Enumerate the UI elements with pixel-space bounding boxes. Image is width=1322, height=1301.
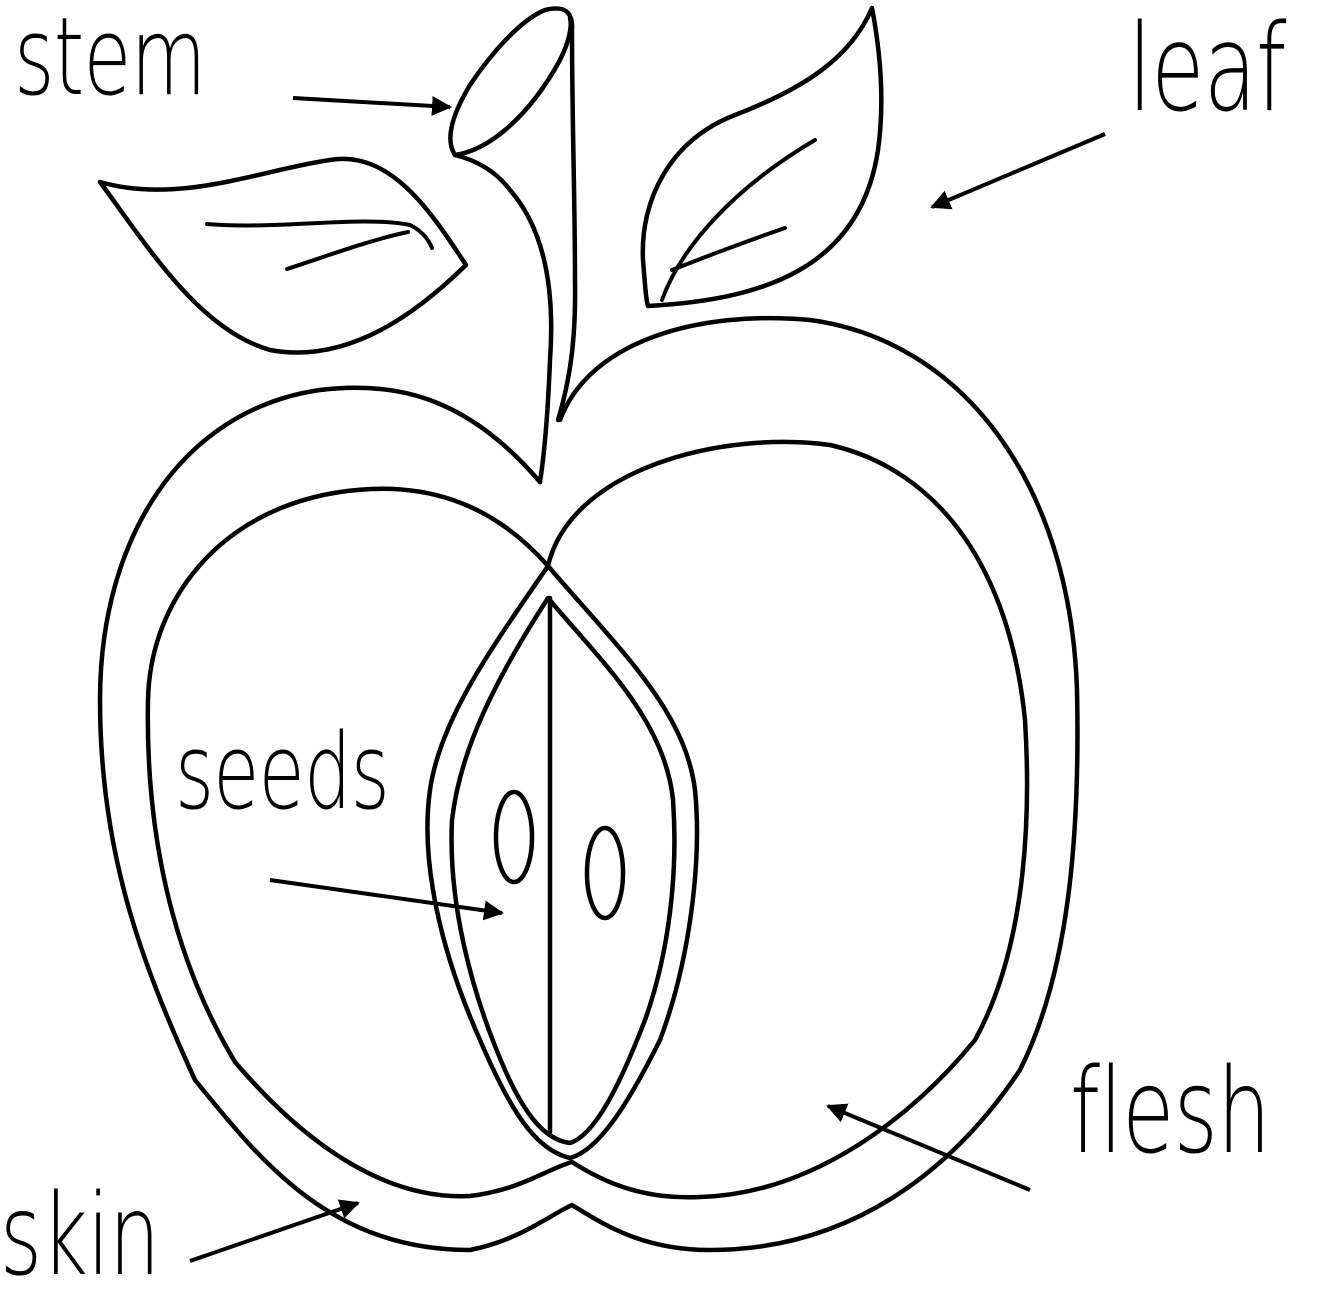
- arrow-seeds: [270, 880, 502, 913]
- leaf-left: [100, 159, 466, 353]
- apple-core-inner: [452, 598, 675, 1143]
- label-leaf: leaf: [1128, 10, 1286, 130]
- label-skin: skin: [0, 1180, 159, 1292]
- arrow-flesh: [828, 1106, 1030, 1190]
- label-stem: stem: [14, 4, 206, 112]
- leaf-left-vein-2: [287, 232, 408, 269]
- arrow-skin: [190, 1203, 358, 1261]
- arrow-stem: [293, 98, 450, 107]
- arrow-leaf: [932, 134, 1105, 207]
- label-flesh: flesh: [1070, 1052, 1270, 1170]
- stem-cap-line: [455, 18, 571, 155]
- label-seeds: seeds: [175, 720, 389, 824]
- seed-left: [496, 792, 532, 882]
- leaf-right: [643, 8, 882, 306]
- stem-outline: [450, 8, 575, 482]
- apple-core-outer: [427, 566, 696, 1158]
- seed-right: [587, 828, 623, 918]
